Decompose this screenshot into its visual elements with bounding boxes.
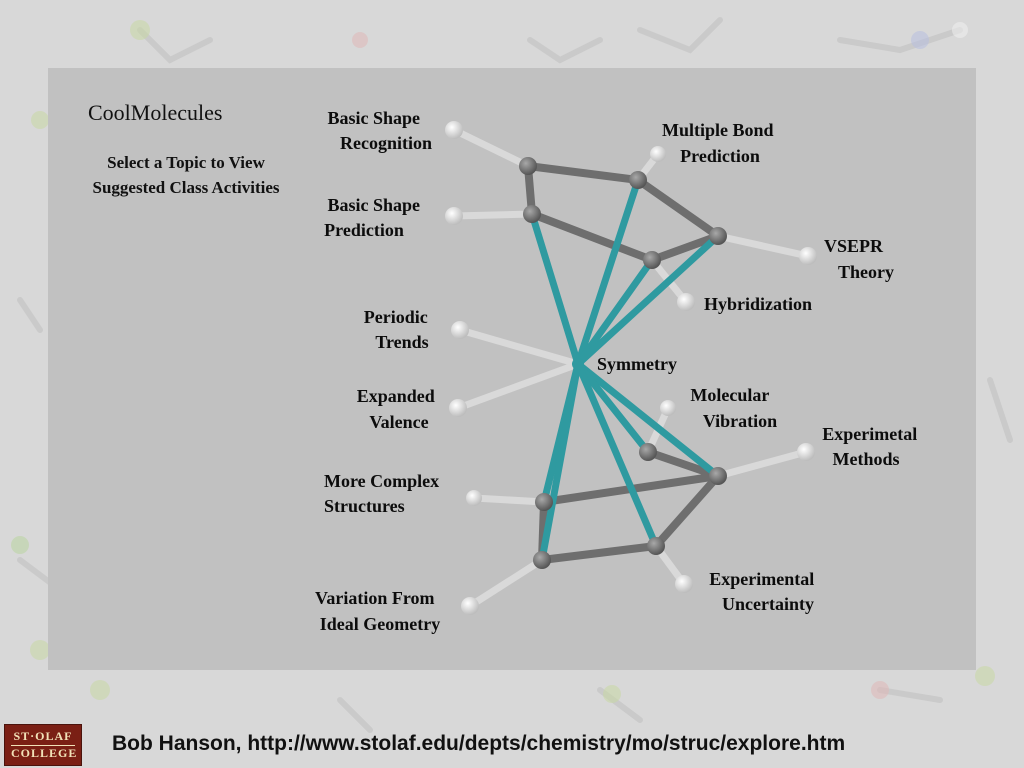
subtitle-line: Suggested Class Activities	[92, 178, 280, 197]
subtitle-line: Select a Topic to View	[107, 153, 265, 172]
topic-label-line: Molecular	[690, 385, 769, 405]
topic-label-line: Expanded	[357, 386, 435, 406]
topic-basic-shape-recognition[interactable]: Basic Shape Recognition	[327, 108, 432, 153]
topic-multiple-bond-prediction[interactable]: Multiple Bond Prediction	[662, 120, 778, 166]
topic-label-line: Prediction	[324, 220, 404, 240]
topic-label-line: Methods	[833, 449, 900, 469]
activity-panel	[48, 68, 976, 670]
topic-expanded-valence[interactable]: Expanded Valence	[357, 386, 440, 432]
atom-periodic-trends[interactable]	[451, 321, 469, 339]
topic-variation-from-ideal-geometry[interactable]: Variation From Ideal Geometry	[315, 588, 440, 634]
topic-label-line: VSEPR	[824, 236, 884, 256]
logo-line: COLLEGE	[11, 745, 78, 760]
topic-label-line: Variation From	[315, 588, 435, 608]
topic-vsepr-theory[interactable]: VSEPR Theory	[824, 236, 894, 282]
topic-periodic-trends[interactable]: Periodic Trends	[364, 307, 432, 352]
topic-experimental-methods[interactable]: Experimetal Methods	[822, 424, 921, 469]
topic-label-line: Experimetal	[822, 424, 917, 444]
atom-variation-from-ideal-geometry[interactable]	[461, 597, 479, 615]
topic-label-line: Hybridization	[704, 294, 812, 314]
topic-label-line: Ideal Geometry	[320, 614, 440, 634]
panel-title: CoolMolecules	[88, 100, 223, 125]
atom-hybridization[interactable]	[677, 293, 695, 311]
atom-more-complex-structures[interactable]	[466, 490, 482, 506]
topic-label-line: Prediction	[680, 146, 760, 166]
hydrogen-bonds	[450, 126, 812, 610]
topic-basic-shape-prediction[interactable]: Basic Shape Prediction	[324, 195, 424, 240]
topic-experimental-uncertainty[interactable]: Experimental Uncertainty	[709, 569, 819, 614]
topic-symmetry[interactable]: Symmetry	[597, 354, 677, 374]
topic-label-line: Experimental	[709, 569, 814, 589]
atom-basic-shape-prediction[interactable]	[445, 207, 463, 225]
atom-molecular-vibration[interactable]	[660, 400, 676, 416]
logo-line: ST·OLAF	[13, 729, 73, 743]
topic-label-line: Basic Shape	[327, 108, 420, 128]
topic-label-line: Uncertainty	[722, 594, 814, 614]
topic-more-complex-structures[interactable]: More Complex Structures	[324, 471, 444, 516]
topic-label-line: Trends	[375, 332, 428, 352]
atom-expanded-valence[interactable]	[449, 399, 467, 417]
atom-vsepr-theory[interactable]	[799, 247, 817, 265]
central-atom-symmetry[interactable]	[572, 358, 584, 370]
topic-label-line: Structures	[324, 496, 405, 516]
carbon-atoms	[519, 157, 727, 569]
topic-hybridization[interactable]: Hybridization	[704, 294, 812, 314]
atom-multiple-bond-prediction[interactable]	[650, 146, 666, 162]
topic-label-line: Valence	[369, 412, 428, 432]
st-olaf-college-logo: ST·OLAF COLLEGE	[4, 724, 82, 766]
atom-experimental-uncertainty[interactable]	[675, 575, 693, 593]
topic-molecular-vibration[interactable]: Molecular Vibration	[690, 385, 777, 431]
atom-basic-shape-recognition[interactable]	[445, 121, 463, 139]
panel-subtitle: Select a Topic to View Suggested Class A…	[48, 150, 324, 200]
central-atom-bonds	[528, 176, 722, 564]
topic-label-line: Basic Shape	[327, 195, 420, 215]
topic-label-line: Multiple Bond	[662, 120, 774, 140]
topic-label-line: Symmetry	[597, 354, 677, 374]
topic-label-line: Theory	[838, 262, 894, 282]
footer-credit: Bob Hanson, http://www.stolaf.edu/depts/…	[112, 732, 846, 755]
hydrogen-atoms	[445, 121, 817, 615]
topic-label-line: Periodic	[364, 307, 428, 327]
topic-label-line: Recognition	[340, 133, 432, 153]
topic-label-line: Vibration	[703, 411, 777, 431]
atom-experimental-methods[interactable]	[797, 443, 815, 461]
topic-label-line: More Complex	[324, 471, 439, 491]
